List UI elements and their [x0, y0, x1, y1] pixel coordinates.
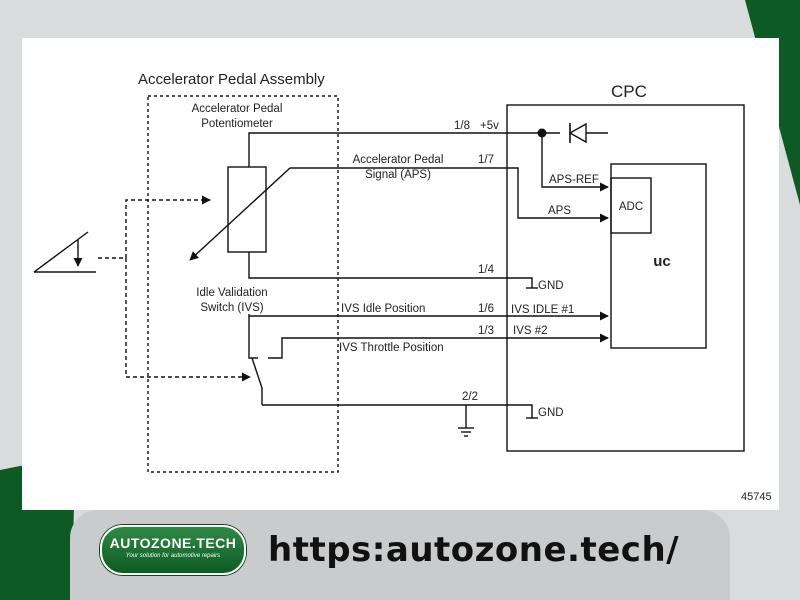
logo-name: AUTOZONE.TECH: [109, 535, 237, 551]
diode-icon: [568, 122, 587, 144]
ivs-label-line1: Idle Validation: [196, 287, 267, 299]
adc-label: ADC: [619, 201, 643, 213]
potentiometer-label-line2: Potentiometer: [201, 118, 273, 130]
logo-tagline: Your solution for automotive repairs: [125, 553, 221, 559]
pedal-link-potentiometer: [98, 195, 211, 259]
ivs-idle-stub: [248, 314, 258, 359]
pin-1-7: 1/7: [478, 154, 494, 166]
ivs-throttle-label: IVS Throttle Position: [339, 342, 444, 354]
brand-logo: AUTOZONE.TECH Your solution for automoti…: [100, 525, 246, 575]
potentiometer-label-line1: Accelerator Pedal: [192, 103, 283, 115]
ivs-2-label: IVS #2: [513, 325, 548, 337]
ivs-idle-label: IVS Idle Position: [341, 303, 425, 315]
cpc-title: CPC: [611, 82, 647, 101]
signal-label-line2: Signal (APS): [365, 169, 431, 181]
adc-box: [610, 177, 652, 234]
signal-label-line1: Accelerator Pedal: [353, 154, 444, 166]
pin-1-8: 1/8: [454, 120, 470, 132]
supply-wire: [248, 132, 542, 167]
diagram-panel: Accelerator Pedal Assembly Accelerator P…: [22, 38, 779, 510]
aps-signal-wire: [290, 167, 609, 223]
switch-blade: [251, 357, 263, 389]
switch-ground-wire: [262, 404, 533, 418]
aps-ref-label: APS-REF: [549, 174, 599, 186]
junction-dot: [537, 128, 547, 138]
aps-label: APS: [548, 205, 571, 217]
plus5v-label: +5v: [480, 120, 499, 132]
gnd-label-1: GND: [538, 280, 564, 292]
pedal-arm: [33, 231, 89, 273]
ivs-idle-1-label: IVS IDLE #1: [511, 304, 574, 316]
aps-ref-wire: [541, 133, 609, 192]
pin-1-6: 1/6: [478, 303, 494, 315]
pot-ground-wire: [248, 252, 533, 288]
pin-2-2: 2/2: [462, 391, 478, 403]
pin-1-3: 1/3: [478, 325, 494, 337]
ivs-label-line2: Switch (IVS): [200, 302, 263, 314]
assembly-box: [147, 95, 339, 473]
gnd-label-2: GND: [538, 407, 564, 419]
pin-1-4: 1/4: [478, 264, 495, 276]
ivs-throttle-wire: [268, 333, 609, 359]
uc-label: uc: [653, 253, 671, 270]
pedal-link-switch: [125, 258, 251, 382]
uc-box: [610, 163, 707, 349]
wiring-diagram: Accelerator Pedal Assembly Accelerator P…: [33, 71, 772, 503]
figure-number: 45745: [741, 491, 772, 503]
assembly-title: Accelerator Pedal Assembly: [138, 71, 325, 88]
site-url: https:autozone.tech/: [268, 530, 680, 570]
wiper-arrow: [189, 167, 291, 261]
potentiometer-resistor: [227, 166, 267, 253]
